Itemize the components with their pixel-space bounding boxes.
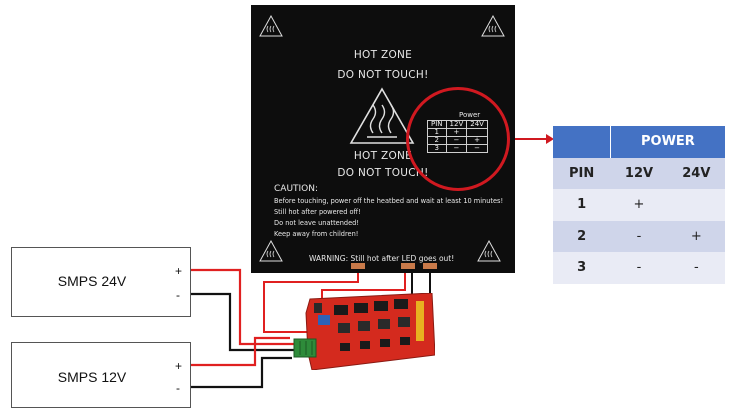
do-not-touch-text-top: DO NOT TOUCH! <box>337 69 429 81</box>
caution-line: Before touching, power off the heatbed a… <box>274 197 504 205</box>
power-table-pin: 2 <box>553 220 611 252</box>
large-hot-surface-icon <box>349 87 415 144</box>
power-table-highlight-circle <box>406 87 510 191</box>
power-table-cell <box>667 189 725 221</box>
power-table-pin: 3 <box>553 252 611 284</box>
power-table-header: PIN <box>553 157 611 189</box>
caution-line: Still hot after powered off! <box>274 208 361 216</box>
hot-zone-text-bottom: HOT ZONE <box>353 150 413 162</box>
do-not-touch-text-bottom: DO NOT TOUCH! <box>337 167 429 179</box>
power-table-cell: - <box>667 252 725 284</box>
wire-24v-positive <box>190 268 300 346</box>
power-table-cell: - <box>610 252 668 284</box>
smps-12v-box: SMPS 12V + - <box>11 342 191 408</box>
power-table: POWER PIN 12V 24V 1 + 2 - + 3 - - <box>553 126 725 284</box>
smps-12v-minus: - <box>176 381 180 395</box>
power-table-pin: 1 <box>553 189 611 221</box>
smps-12v-label: SMPS 12V <box>57 369 127 385</box>
bed-connector-pin3 <box>423 263 437 269</box>
warning-text: WARNING: Still hot after LED goes out! <box>309 254 455 263</box>
smps-24v-label: SMPS 24V <box>57 273 127 289</box>
hot-surface-icon-top-left <box>259 15 283 37</box>
smps-24v-minus: - <box>176 288 180 302</box>
caution-line: Do not leave unattended! <box>274 219 359 227</box>
wire-bed-red2 <box>321 265 406 305</box>
smps-24v-box: SMPS 24V + - <box>11 247 191 317</box>
callout-arrowhead <box>546 134 554 144</box>
smps-12v-plus: + <box>175 359 183 373</box>
hot-surface-icon-bottom-right <box>477 240 501 262</box>
caution-line: Keep away from children! <box>274 230 359 238</box>
hot-zone-text-top: HOT ZONE <box>353 49 413 61</box>
wire-12v-negative <box>190 356 292 389</box>
hot-surface-icon-bottom-left <box>259 240 283 262</box>
power-table-title: POWER <box>610 126 725 158</box>
hot-surface-icon-top-right <box>481 15 505 37</box>
power-table-corner <box>553 126 611 158</box>
bed-connector-pin1 <box>351 263 365 269</box>
wire-12v-positive <box>190 336 290 367</box>
wire-bed-pin1 <box>263 265 359 333</box>
wire-24v-negative <box>190 292 300 352</box>
bed-connector-pin2 <box>401 263 415 269</box>
power-table-header: 12V <box>610 157 668 189</box>
power-table-cell: + <box>610 189 668 221</box>
ramps-controller-board <box>293 293 435 370</box>
smps-24v-plus: + <box>175 264 183 278</box>
caution-title: CAUTION: <box>274 184 319 194</box>
power-table-header: 24V <box>667 157 725 189</box>
power-table-cell: + <box>667 220 725 252</box>
power-table-cell: - <box>610 220 668 252</box>
